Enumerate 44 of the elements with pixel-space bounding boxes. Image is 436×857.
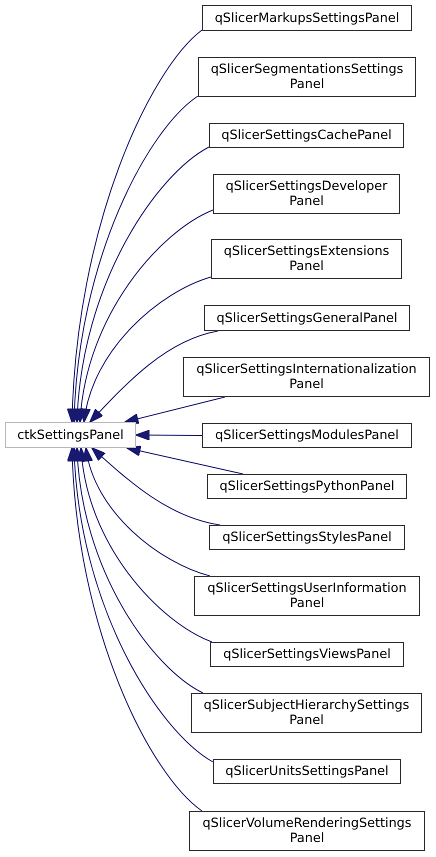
- class-name: qSlicerMarkupsSettingsPanel: [214, 10, 400, 26]
- inheritance-arrow: [77, 447, 212, 642]
- class-name: qSlicerSettingsDeveloper Panel: [224, 179, 388, 209]
- class-box: [198, 57, 416, 97]
- class-name: qSlicerVolumeRenderingSettings Panel: [202, 816, 412, 846]
- class-name: qSlicerSettingsInternationalization Panel: [195, 362, 418, 392]
- inheritance-arrow: [67, 447, 202, 812]
- class-box: [213, 759, 401, 784]
- class-name: qSlicerSegmentationsSettings Panel: [210, 62, 404, 92]
- inheritance-arrow: [72, 447, 204, 694]
- class-name: qSlicerSettingsPythonPanel: [220, 479, 394, 494]
- inheritance-arrow: [67, 30, 202, 423]
- inheritance-arrow: [76, 210, 214, 423]
- class-name: qSlicerSettingsExtensions Panel: [222, 244, 390, 274]
- class-box: [183, 357, 430, 397]
- inheritance-arrow: [135, 430, 202, 441]
- class-name: qSlicerUnitsSettingsPanel: [225, 764, 389, 779]
- class-box: [209, 123, 404, 148]
- inheritance-arrow: [89, 330, 218, 423]
- class-box: [209, 525, 405, 550]
- class-box: [5, 422, 136, 448]
- class-box: [202, 5, 412, 31]
- inheritance-arrow: [80, 276, 212, 423]
- class-name: qSlicerSettingsModulesPanel: [215, 428, 399, 443]
- class-box: [204, 305, 410, 331]
- class-box: [207, 474, 407, 499]
- class-box: [213, 174, 400, 214]
- class-name: qSlicerSettingsStylesPanel: [222, 530, 392, 545]
- class-box: [191, 693, 422, 733]
- class-name: ctkSettingsPanel: [17, 428, 124, 442]
- inheritance-arrow: [91, 447, 220, 526]
- class-name: qSlicerSettingsViewsPanel: [223, 647, 391, 662]
- class-box: [194, 576, 420, 616]
- inheritance-arrow: [124, 396, 226, 424]
- class-name: qSlicerSubjectHierarchySettings Panel: [202, 698, 410, 728]
- class-box: [202, 423, 412, 448]
- class-box: [211, 239, 402, 279]
- inheritance-arrow: [83, 447, 210, 576]
- class-name: qSlicerSettingsGeneralPanel: [216, 310, 398, 326]
- class-box: [189, 811, 425, 851]
- class-box: [210, 642, 404, 667]
- inheritance-arrow: [126, 446, 244, 474]
- class-name: qSlicerSettingsCachePanel: [221, 128, 392, 143]
- class-name: qSlicerSettingsUserInformation Panel: [206, 581, 408, 611]
